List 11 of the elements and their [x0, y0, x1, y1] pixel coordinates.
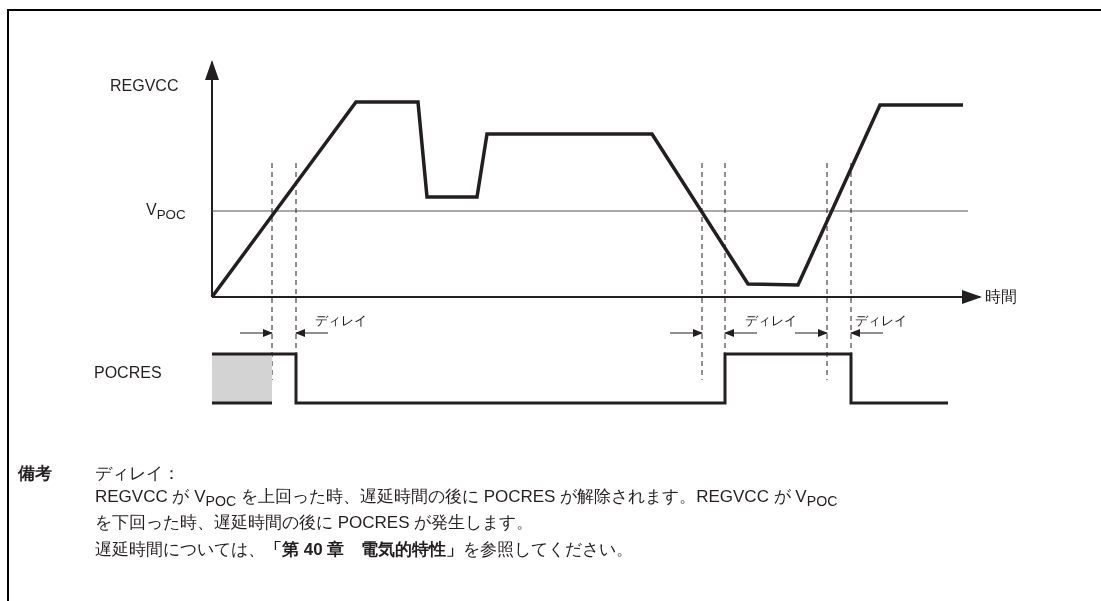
axis-label: 時間	[985, 287, 1017, 307]
axis-label: REGVCC	[110, 76, 179, 96]
delay-label: ディレイ	[855, 313, 907, 329]
signal-label: POCRES	[94, 363, 162, 383]
delay-label: ディレイ	[745, 313, 797, 329]
note-heading: 備考	[18, 464, 52, 485]
threshold-label: V$_{POC}$	[146, 200, 186, 224]
delay-label: ディレイ	[315, 313, 367, 329]
note-term: ディレイ：	[95, 464, 180, 485]
note-paragraph: REGVCC が V$_{POC}$ を上回った時、遅延時間の後に POCRES が解除されます。REGVCC が V$_{POC}$ を下回った時、遅延時間の後に POCRES が発生します。	[95, 486, 839, 534]
note-text: 遅延時間については、「第 40 章 電気的特性」を参照してください。	[95, 540, 634, 561]
